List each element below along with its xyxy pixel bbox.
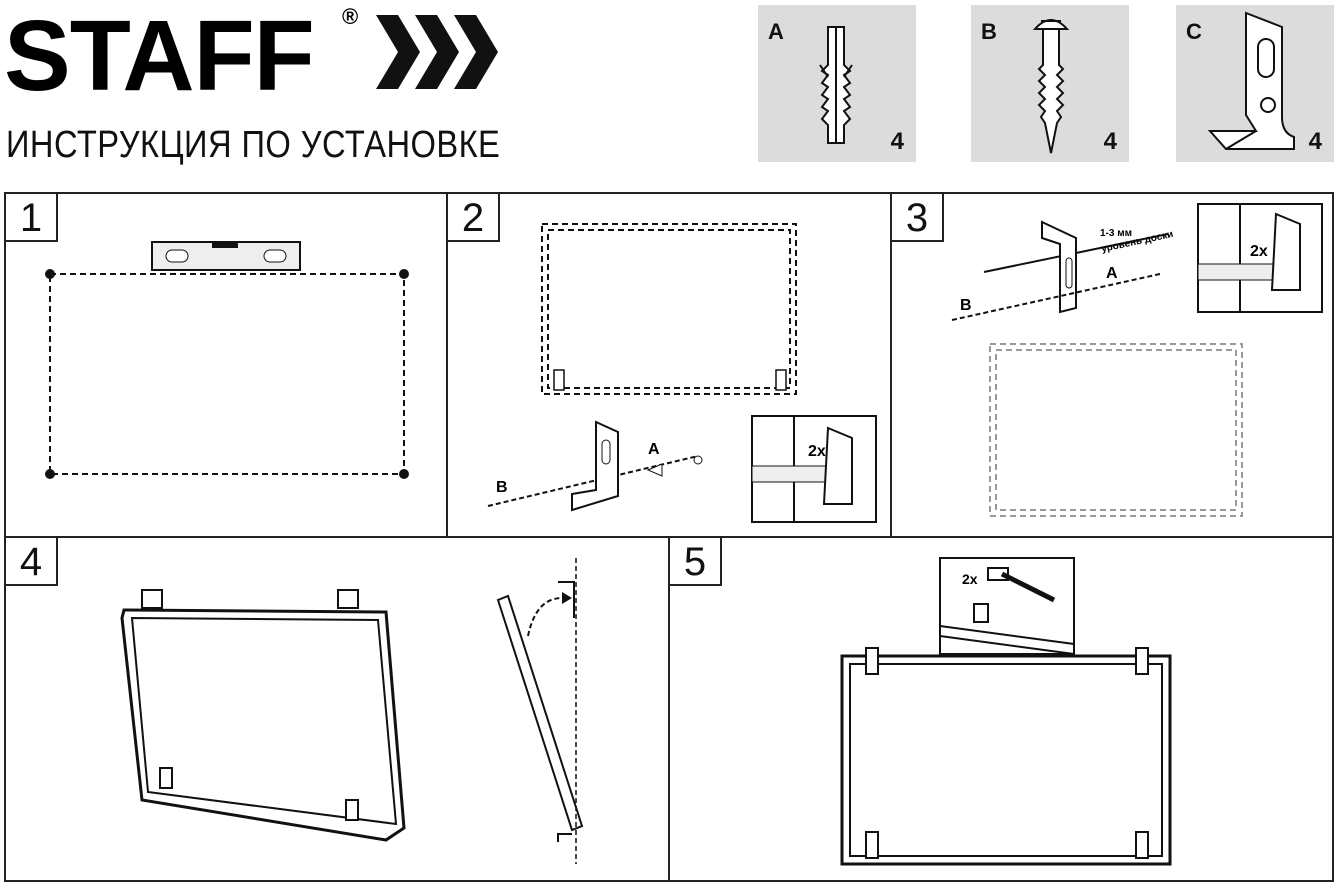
spirit-level-icon	[151, 241, 301, 271]
step-2-illustration: A B 2x	[487, 223, 877, 523]
step-5-number: 5	[670, 538, 722, 586]
label-b: B	[496, 479, 508, 496]
bracket-icon	[1207, 11, 1295, 150]
part-c-card: C 4	[1176, 5, 1334, 162]
multiplier: 2x	[962, 571, 978, 587]
label-a: A	[1106, 265, 1118, 282]
gap-label: 1-3 мм	[1100, 228, 1132, 239]
hammer-inset	[939, 557, 1075, 655]
page-title: ИНСТРУКЦИЯ ПО УСТАНОВКЕ	[6, 124, 501, 166]
step-4-number: 4	[6, 538, 58, 586]
step-2-panel: 2 A B 2x	[446, 192, 892, 538]
step-1-illustration	[45, 241, 409, 479]
step-1-number: 1	[6, 194, 58, 242]
part-a-letter: A	[768, 19, 784, 44]
part-b-qty: 4	[1103, 128, 1117, 155]
step-3-illustration: 1-3 мм уровень доски A B 2x	[951, 203, 1323, 517]
step-2-number: 2	[448, 194, 500, 242]
step-5-panel: 5 2x	[668, 536, 1334, 882]
step-3-number: 3	[892, 194, 944, 242]
detail-inset	[1197, 203, 1323, 313]
step-3-panel: 3 1-3 мм уровень доски A B 2x	[890, 192, 1334, 538]
label-a: A	[648, 441, 660, 458]
bracket-assembly	[487, 420, 703, 512]
multiplier: 2x	[1250, 243, 1268, 260]
detail-inset	[751, 415, 877, 523]
drill-points	[45, 269, 409, 479]
part-c-qty: 4	[1308, 128, 1322, 155]
hammer-icon	[987, 567, 1056, 603]
registered-mark: ®	[342, 4, 358, 29]
step-4-illustration	[120, 558, 584, 864]
board-outline	[49, 273, 405, 475]
step-1-panel: 1	[4, 192, 448, 538]
chevrons-icon	[376, 15, 498, 89]
part-b-card: B 4	[971, 5, 1129, 162]
step-4-panel: 4	[4, 536, 670, 882]
brand-name: STAFF	[4, 0, 314, 100]
part-a-qty: 4	[890, 128, 904, 155]
part-c-letter: C	[1186, 19, 1202, 44]
part-a-card: A 4	[758, 5, 916, 162]
part-b-letter: B	[981, 19, 997, 44]
dowel-icon	[819, 26, 853, 144]
step-5-illustration: 2x	[840, 557, 1172, 866]
screw-icon	[1032, 19, 1070, 154]
staff-logo: STAFF ®	[4, 0, 504, 112]
multiplier: 2x	[808, 443, 826, 460]
label-b: B	[960, 297, 972, 314]
